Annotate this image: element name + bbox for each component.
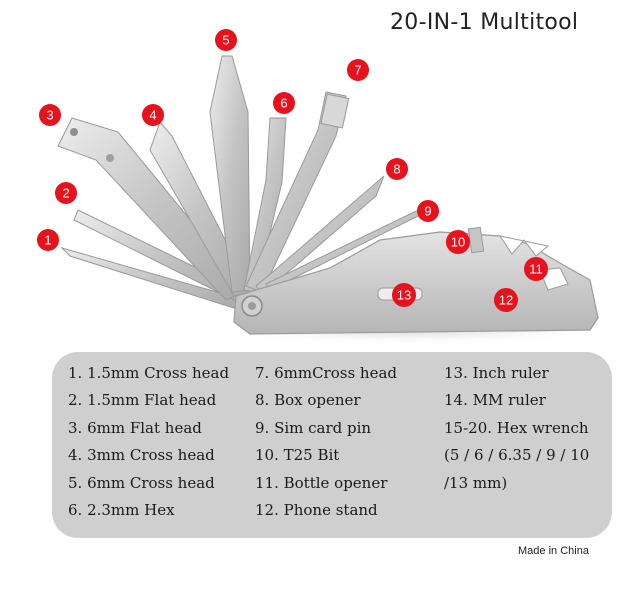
badge-13: 13 [392, 283, 416, 307]
spec-item: /13 mm) [444, 473, 508, 492]
badge-10: 10 [446, 230, 470, 254]
page-title: 20-IN-1 Multitool [390, 10, 579, 35]
badge-3: 3 [39, 104, 61, 126]
spec-item: 2. 1.5mm Flat head [68, 391, 217, 410]
badge-5: 5 [215, 29, 237, 51]
badge-1: 1 [37, 229, 59, 251]
spec-item: 4. 3mm Cross head [68, 446, 215, 465]
svg-text:12: 12 [499, 293, 513, 308]
svg-text:6: 6 [280, 96, 287, 111]
spec-item: 7. 6mmCross head [255, 364, 397, 382]
spec-item: 14. MM ruler [444, 391, 546, 410]
spec-item: 3. 6mm Flat head [68, 418, 202, 437]
made-in-label: Made in China [518, 545, 589, 557]
svg-text:9: 9 [424, 204, 431, 219]
spec-column-1: 1. 1.5mm Cross head 2. 1.5mm Flat head 3… [68, 360, 229, 524]
svg-text:2: 2 [62, 186, 69, 201]
svg-text:1: 1 [44, 233, 51, 248]
spec-item: 6. 2.3mm Hex [68, 501, 175, 520]
svg-text:10: 10 [451, 235, 465, 250]
badge-7: 7 [347, 59, 369, 81]
spec-item: 8. Box opener [255, 391, 361, 410]
spec-item: 11. Bottle opener [255, 473, 388, 492]
spec-item: 1. 1.5mm Cross head [68, 364, 230, 382]
badge-4: 4 [142, 104, 164, 126]
svg-text:5: 5 [222, 33, 229, 48]
spec-item: 15-20. Hex wrench [444, 418, 589, 437]
spec-column-3: 13. Inch ruler 14. MM ruler 15-20. Hex w… [444, 360, 589, 497]
svg-text:8: 8 [393, 162, 400, 177]
svg-text:3: 3 [46, 108, 53, 123]
badge-8: 8 [386, 158, 408, 180]
spec-item: 9. Sim card pin [255, 418, 372, 437]
svg-text:4: 4 [149, 108, 156, 123]
blade-6mm-flat [57, 117, 249, 301]
spec-item: 10. T25 Bit [255, 446, 340, 465]
spec-item: 5. 6mm Cross head [68, 473, 215, 492]
spec-item: 12. Phone stand [255, 501, 378, 520]
multitool-illustration: 1 2 3 4 5 6 7 8 9 10 11 12 13 [37, 29, 630, 345]
tool-body [233, 226, 599, 335]
spec-list-card: 1. 1.5mm Cross head 2. 1.5mm Flat head 3… [52, 352, 612, 538]
svg-text:13: 13 [397, 288, 411, 303]
svg-text:7: 7 [354, 63, 361, 78]
badge-12: 12 [494, 288, 518, 312]
badge-11: 11 [524, 257, 548, 281]
badge-2: 2 [55, 182, 77, 204]
badge-6: 6 [273, 92, 295, 114]
spec-column-2: 7. 6mmCross head 8. Box opener 9. Sim ca… [255, 360, 397, 524]
svg-text:11: 11 [529, 262, 543, 277]
spec-item: (5 / 6 / 6.35 / 9 / 10 [444, 446, 590, 465]
badge-9: 9 [417, 200, 439, 222]
spec-item: 13. Inch ruler [444, 364, 549, 382]
